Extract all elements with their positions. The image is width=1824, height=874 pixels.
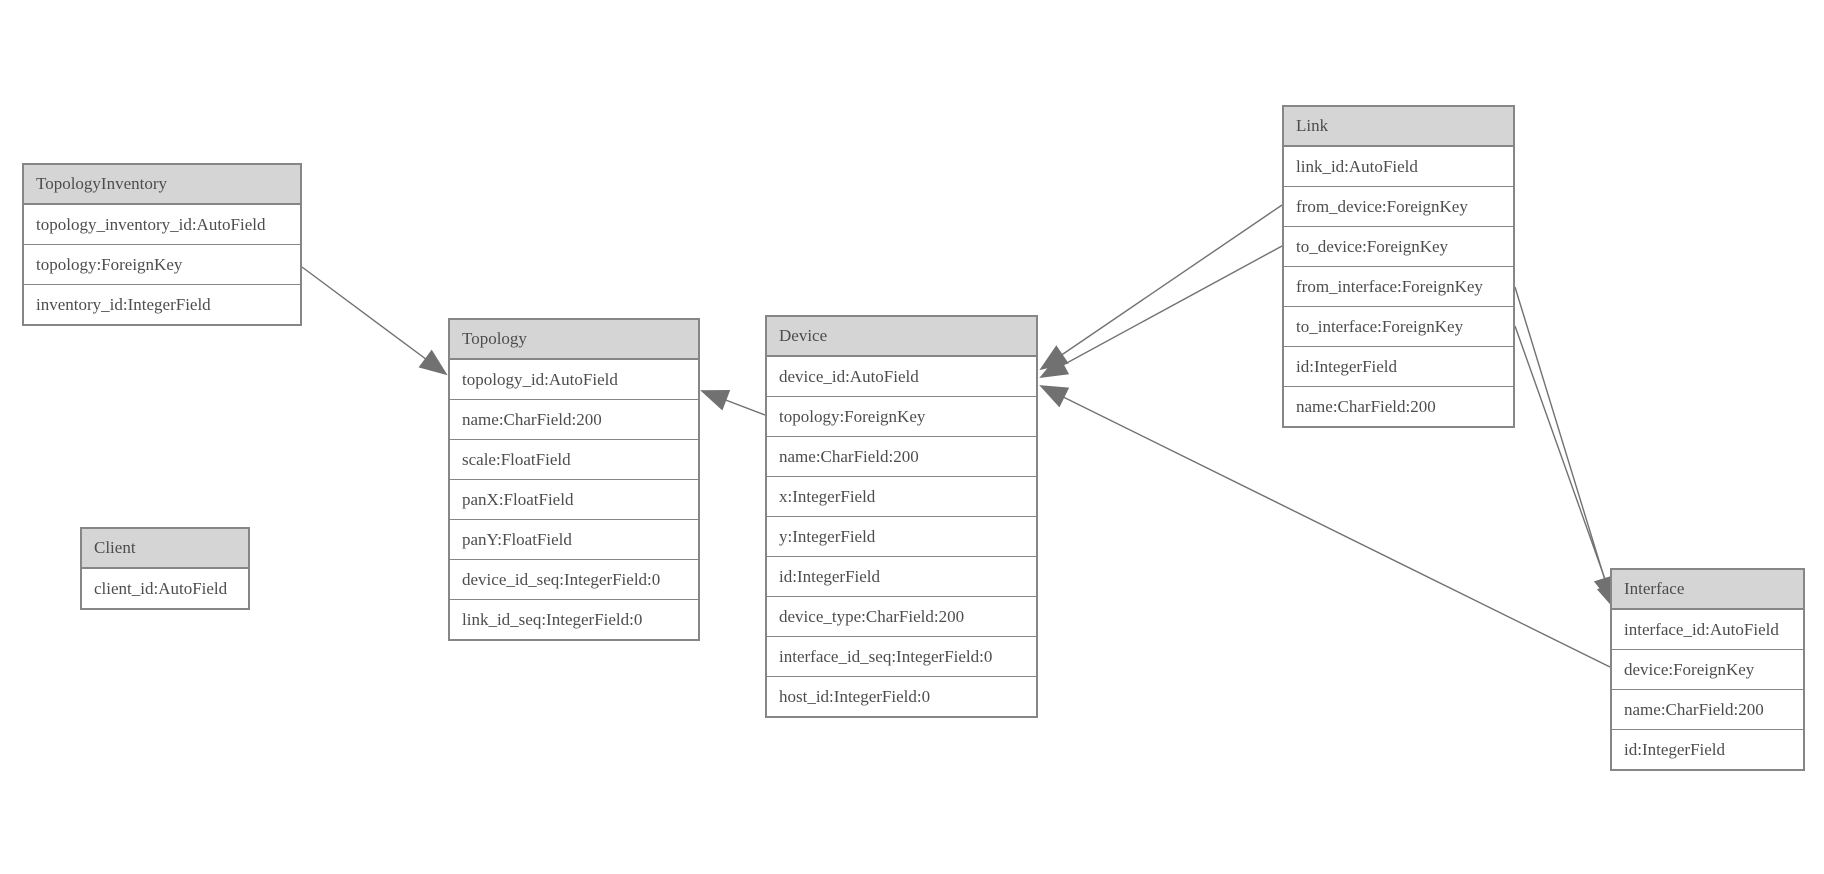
relationship-topologyinventory-topology [301,266,448,376]
entity-title: TopologyInventory [24,165,300,205]
field-device: device:ForeignKey [1612,650,1803,690]
field-topology_id: topology_id:AutoField [450,360,698,400]
field-device_type: device_type:CharField:200 [767,597,1036,637]
field-link_id: link_id:AutoField [1284,147,1513,187]
field-scale: scale:FloatField [450,440,698,480]
field-interface_id_seq: interface_id_seq:IntegerField:0 [767,637,1036,677]
relationship-link-to_interface [1514,325,1618,612]
relationship-link-to_device [1039,245,1283,378]
relationship-link-from_interface [1514,286,1615,605]
field-device_id_seq: device_id_seq:IntegerField:0 [450,560,698,600]
entity-fields: client_id:AutoField [82,569,248,608]
field-id: id:IntegerField [767,557,1036,597]
field-name: name:CharField:200 [450,400,698,440]
field-to_interface: to_interface:ForeignKey [1284,307,1513,347]
entity-client: Client client_id:AutoField [80,527,250,610]
field-name: name:CharField:200 [1296,397,1436,416]
field-topology_inventory_id: topology_inventory_id:AutoField [24,205,300,245]
field-panX: panX:FloatField [450,480,698,520]
field-from_interface: from_interface:ForeignKey [1284,267,1513,307]
field-interface_id: interface_id:AutoField [1612,610,1803,650]
field-id: id:IntegerField [1624,740,1726,759]
field-x: x:IntegerField [767,477,1036,517]
field-id: id:IntegerField [1284,347,1513,387]
field-panY: panY:FloatField [450,520,698,560]
field-client_id: client_id:AutoField [94,579,228,598]
field-inventory_id: inventory_id:IntegerField [36,295,211,314]
entity-title: Topology [450,320,698,360]
relationship-interface-device [1039,385,1611,668]
entity-title: Interface [1612,570,1803,610]
field-y: y:IntegerField [767,517,1036,557]
field-topology: topology:ForeignKey [24,245,300,285]
entity-title: Client [82,529,248,569]
field-host_id: host_id:IntegerField:0 [779,687,931,706]
field-link_id_seq: link_id_seq:IntegerField:0 [462,610,643,629]
field-to_device: to_device:ForeignKey [1284,227,1513,267]
entity-title: Device [767,317,1036,357]
field-device_id: device_id:AutoField [767,357,1036,397]
entity-title: Link [1284,107,1513,147]
field-name: name:CharField:200 [767,437,1036,477]
entity-topologyinventory: TopologyInventory topology_inventory_id:… [22,163,302,326]
field-from_device: from_device:ForeignKey [1284,187,1513,227]
relationship-link-from_device [1039,204,1283,371]
field-name: name:CharField:200 [1612,690,1803,730]
relationship-device-topology [700,389,766,416]
field-topology: topology:ForeignKey [767,397,1036,437]
